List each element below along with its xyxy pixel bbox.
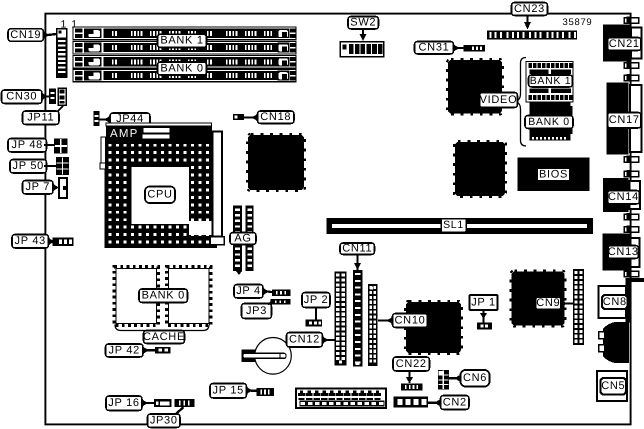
svg-text:SL1: SL1	[443, 219, 464, 231]
svg-text:CN9: CN9	[536, 297, 560, 309]
svg-text:JP 42: JP 42	[109, 344, 140, 356]
svg-text:JP 43: JP 43	[15, 235, 46, 247]
svg-text:CN5: CN5	[601, 380, 625, 392]
svg-text:JP44: JP44	[116, 113, 144, 125]
svg-text:CN13: CN13	[608, 246, 639, 258]
svg-text:JP 2: JP 2	[304, 294, 329, 306]
svg-text:JP 15: JP 15	[213, 385, 244, 397]
svg-text:BANK 1: BANK 1	[160, 35, 203, 47]
svg-text:BIOS: BIOS	[539, 168, 568, 180]
svg-text:BANK 1: BANK 1	[530, 75, 572, 87]
svg-text:CN19: CN19	[10, 29, 41, 41]
svg-text:JP 48: JP 48	[12, 139, 43, 151]
svg-text:BANK 0: BANK 0	[160, 62, 203, 74]
svg-text:CN22: CN22	[396, 358, 427, 370]
svg-text:CN12: CN12	[289, 334, 320, 346]
svg-text:JP 1: JP 1	[471, 296, 496, 308]
svg-text:CN21: CN21	[609, 38, 640, 50]
svg-text:CPU: CPU	[147, 189, 172, 201]
svg-text:JP 7: JP 7	[25, 181, 50, 193]
svg-text:JP11: JP11	[27, 112, 54, 124]
svg-text:SW2: SW2	[350, 17, 376, 29]
svg-text:CACHE: CACHE	[143, 331, 185, 343]
svg-text:JP 4: JP 4	[236, 285, 261, 297]
svg-text:JP 50: JP 50	[13, 160, 44, 172]
svg-text:35879: 35879	[563, 17, 593, 28]
svg-text:VIDEO: VIDEO	[480, 94, 518, 106]
svg-text:CN6: CN6	[463, 372, 487, 384]
svg-text:JP 16: JP 16	[108, 397, 139, 409]
svg-text:CN18: CN18	[260, 111, 291, 123]
svg-text:CN2: CN2	[443, 396, 467, 408]
svg-text:CN30: CN30	[6, 91, 37, 103]
svg-text:CN14: CN14	[608, 191, 639, 203]
svg-text:CN11: CN11	[342, 243, 372, 255]
svg-text:CN8: CN8	[603, 296, 627, 308]
svg-text:BANK 0: BANK 0	[528, 116, 570, 128]
svg-text:CN10: CN10	[395, 314, 426, 326]
svg-text:JP3: JP3	[246, 305, 267, 317]
svg-text:CN17: CN17	[609, 114, 640, 126]
svg-text:JP30: JP30	[150, 415, 178, 427]
svg-text:AG: AG	[234, 232, 251, 244]
svg-text:AMP: AMP	[110, 128, 139, 140]
svg-text:CN31: CN31	[419, 42, 450, 54]
svg-text:BANK 0: BANK 0	[142, 290, 185, 302]
svg-text:CN23: CN23	[514, 3, 545, 15]
